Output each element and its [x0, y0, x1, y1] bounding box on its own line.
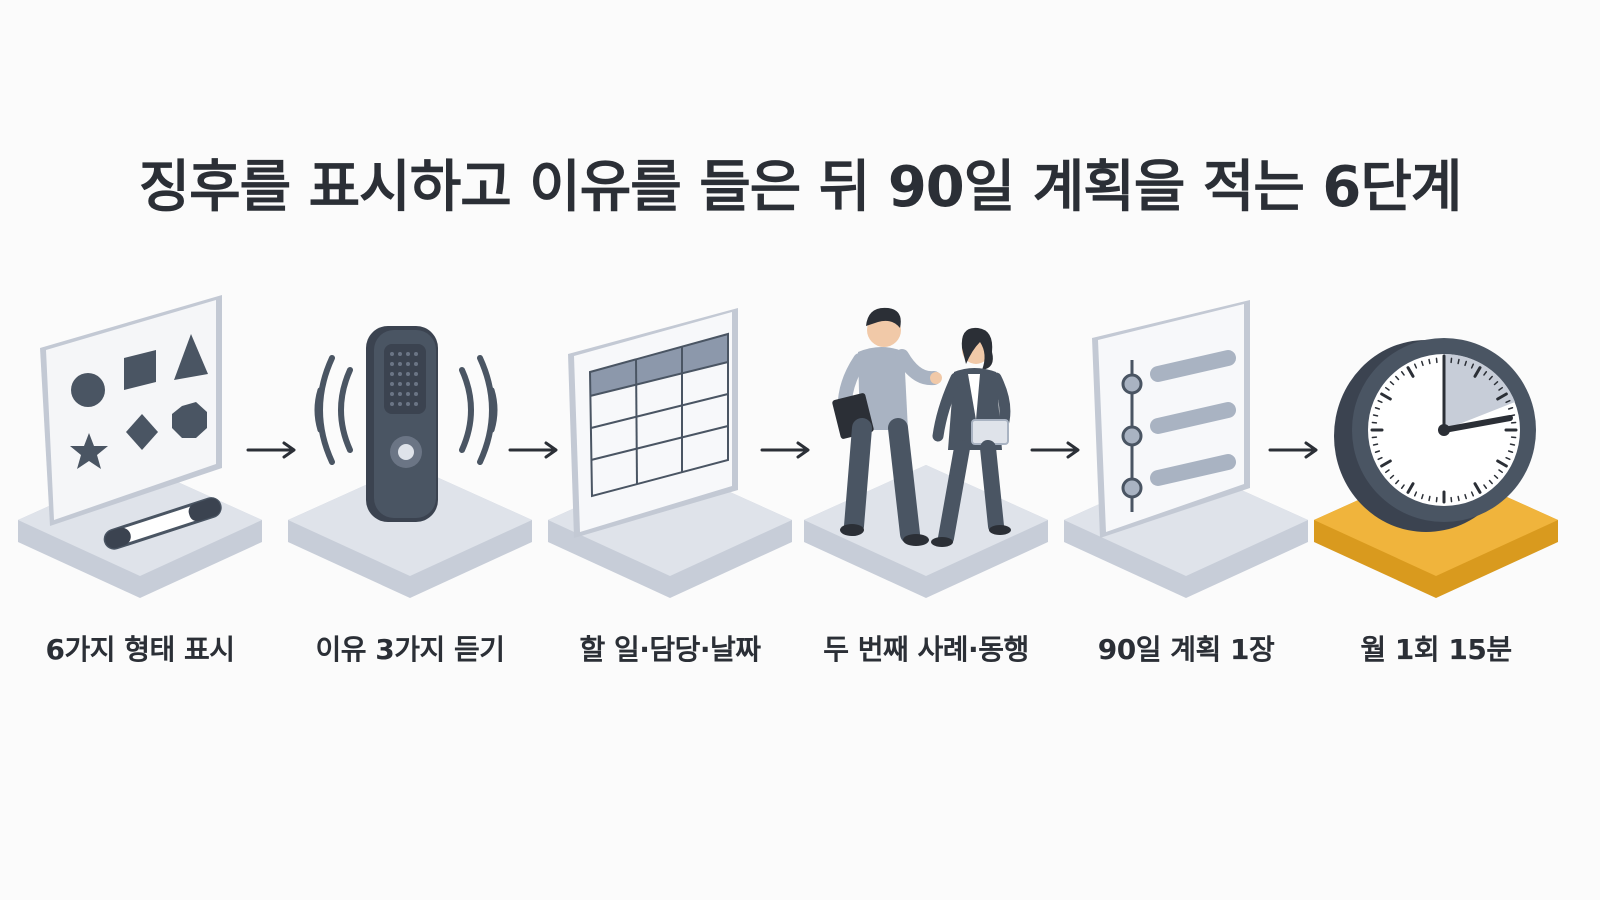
clock-tick — [1464, 493, 1467, 500]
step-4: 두 번째 사례·동행 — [796, 290, 1056, 680]
clock-tick — [1428, 495, 1431, 502]
clock-tick — [1457, 495, 1460, 502]
clock-tick — [1421, 360, 1424, 367]
step-label: 6가지 형태 표시 — [45, 633, 235, 666]
clock-tick — [1483, 484, 1488, 489]
clock-tick — [1498, 469, 1503, 474]
right-arrow-icon — [246, 441, 296, 459]
clock-tick — [1493, 474, 1499, 479]
step-1: 6가지 형태 표시 — [10, 290, 270, 680]
right-arrow-icon — [1268, 441, 1318, 459]
step-3: 할 일·담당·날짜 — [540, 290, 800, 680]
clock-tick — [1377, 399, 1383, 404]
clock-tick — [1498, 386, 1503, 391]
step-label: 할 일·담당·날짜 — [579, 633, 761, 666]
step-label: 월 1회 15분 — [1360, 633, 1512, 666]
clock-tick — [1505, 456, 1511, 461]
clock-tick — [1464, 360, 1467, 367]
clock-tick — [1470, 363, 1475, 369]
clock-tick — [1385, 469, 1390, 474]
right-arrow-icon — [1030, 441, 1080, 459]
voice-recorder-icon — [288, 326, 532, 598]
clock-tick — [1385, 386, 1390, 391]
clock-tick — [1496, 459, 1508, 468]
clock-tick — [1400, 484, 1405, 489]
clock-tick — [1421, 493, 1424, 500]
step-6: 월 1회 15분 — [1306, 290, 1566, 680]
clock-tick — [1488, 375, 1493, 381]
clock-tick — [1374, 407, 1381, 410]
step-label: 90일 계획 1장 — [1097, 633, 1275, 666]
clock-tick — [1507, 407, 1514, 410]
clock-tick — [1413, 363, 1418, 369]
clock-tick — [1400, 371, 1405, 376]
step-2: 이유 3가지 듣기 — [280, 290, 540, 680]
clock-tick — [1493, 381, 1499, 386]
clock-tick — [1374, 450, 1381, 453]
two-people-walking-icon — [804, 307, 1048, 598]
clock-tick — [1413, 491, 1418, 497]
clock-tick — [1377, 456, 1383, 461]
clock-tick — [1406, 366, 1415, 378]
clock-tick — [1457, 358, 1460, 365]
right-arrow-icon — [760, 441, 810, 459]
clock-tick — [1509, 443, 1516, 446]
clock-tick — [1470, 491, 1475, 497]
clock-tick — [1395, 375, 1400, 381]
right-arrow-icon — [508, 441, 558, 459]
page-title: 징후를 표시하고 이유를 들은 뒤 90일 계획을 적는 6단계 — [138, 155, 1463, 220]
clock-icon — [1314, 338, 1558, 598]
clock-tick — [1473, 366, 1482, 378]
clock-tick — [1496, 392, 1508, 401]
clock-tick — [1505, 399, 1511, 404]
step-label: 두 번째 사례·동행 — [823, 633, 1029, 666]
plan-checklist-icon — [1064, 300, 1308, 598]
clock-tick — [1380, 392, 1392, 401]
clock-tick — [1389, 474, 1395, 479]
clock-tick — [1488, 479, 1493, 485]
clock-tick — [1428, 358, 1431, 365]
clock-tick — [1395, 479, 1400, 485]
step-label: 이유 3가지 듣기 — [315, 633, 505, 666]
whiteboard-shapes-icon — [18, 295, 262, 598]
clock-tick — [1372, 443, 1379, 446]
clock-tick — [1380, 459, 1392, 468]
step-5: 90일 계획 1장 — [1056, 290, 1316, 680]
clock-tick — [1389, 381, 1395, 386]
table-sheet-icon — [548, 308, 792, 598]
clock-tick — [1372, 414, 1379, 417]
clock-tick — [1406, 482, 1415, 494]
clock-tick — [1483, 371, 1488, 376]
clock-tick — [1473, 482, 1482, 494]
clock-tick — [1507, 450, 1514, 453]
